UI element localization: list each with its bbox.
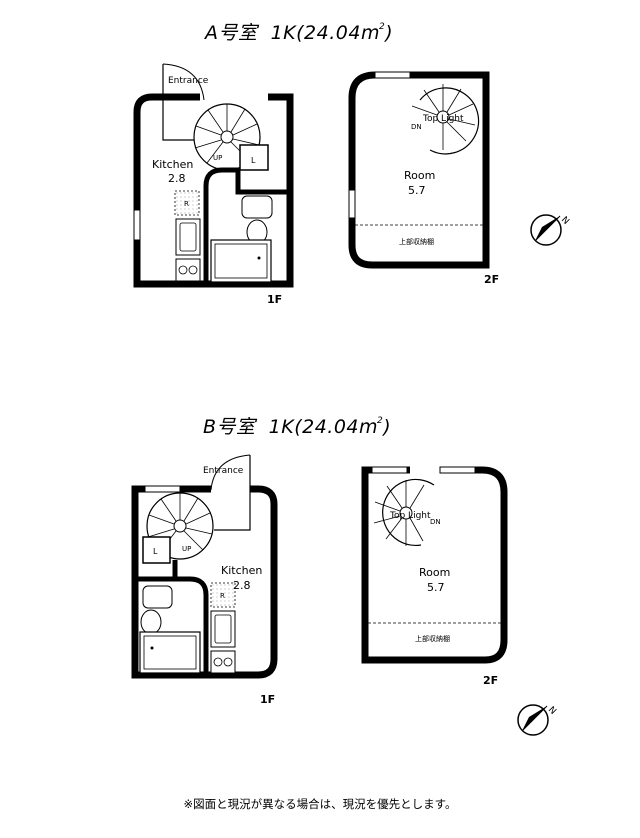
unit-a-compass: N	[530, 214, 571, 246]
unit-b-1f-floor-label: 1F	[260, 693, 275, 706]
unit-a-1f-floor-label: 1F	[267, 293, 282, 306]
unit-b-type-area: 1K(24.04m	[268, 416, 379, 438]
unit-b-1f-entrance-label: Entrance	[203, 466, 244, 476]
unit-a-floor1-plan: Entrance Kitchen 2.8 UP L R 1F	[133, 63, 294, 306]
unit-b-1f-bath-wall	[135, 560, 209, 674]
unit-b-compass-n-label: N	[546, 705, 558, 717]
unit-b-1f-outer-wall	[131, 485, 278, 679]
unit-a-1f-bath-wall	[203, 167, 290, 283]
unit-b-1f-fridge-space	[210, 582, 236, 608]
unit-a-name: A号室	[205, 22, 258, 44]
unit-a-2f-room-size: 5.7	[408, 184, 426, 197]
unit-a-1f-bathtub	[210, 239, 272, 283]
unit-b-1f-toilet	[140, 585, 173, 635]
unit-b-2f-storage-label: 上部収納棚	[415, 634, 450, 643]
unit-a-compass-n-label: N	[559, 215, 571, 227]
unit-a-2f-outer-wall	[348, 71, 490, 269]
unit-b-2f-spiral-stair	[373, 478, 435, 547]
unit-a-area-sup: 2	[378, 22, 386, 32]
unit-a-2f-window-top	[374, 71, 411, 79]
unit-b-area-sup: 2	[377, 416, 384, 426]
unit-a-2f-dn-label: DN	[411, 123, 422, 131]
unit-a-2f-top-light-label: Top Light	[422, 114, 464, 124]
unit-a-1f-fridge-space	[174, 190, 200, 216]
unit-a-1f-toilet	[241, 195, 273, 245]
unit-b-1f-kitchen-label: Kitchen	[221, 564, 262, 577]
unit-a-2f-storage-label: 上部収納棚	[399, 237, 434, 246]
unit-a-1f-kitchen-label: Kitchen	[152, 158, 193, 171]
unit-b-2f-dn-label: DN	[430, 518, 441, 526]
unit-a-1f-up-label: UP	[213, 154, 222, 162]
unit-b-1f-fridge-label: R	[220, 592, 225, 600]
unit-a-1f-stove	[175, 258, 201, 282]
unit-b-1f-entrance-door	[214, 455, 251, 531]
unit-a-title-close: )	[385, 22, 394, 44]
unit-a-2f-window-left	[348, 189, 356, 219]
unit-a-1f-laundry	[239, 144, 269, 171]
unit-b-1f-stove	[210, 650, 236, 674]
unit-a-1f-fridge-label: R	[184, 200, 189, 208]
unit-b-2f-window-left	[371, 466, 408, 474]
unit-b-1f-sink	[210, 610, 236, 648]
unit-b-1f-laundry	[142, 536, 171, 564]
unit-b-1f-bathtub	[139, 631, 201, 674]
unit-a-floor2-plan: Top Light DN Room 5.7 上部収納棚 2F	[348, 71, 499, 286]
unit-a-1f-laundry-label: L	[251, 156, 256, 165]
unit-a-1f-outer-wall	[133, 93, 294, 288]
unit-b-compass: N	[517, 704, 558, 736]
unit-b-title-close: )	[383, 416, 392, 438]
unit-a-1f-kitchen-size: 2.8	[168, 172, 186, 185]
unit-a-1f-entrance-door	[162, 64, 200, 141]
unit-b-2f-window-right	[439, 466, 476, 474]
unit-b-name: B号室	[203, 416, 256, 438]
unit-a-1f-sink	[175, 218, 201, 256]
unit-b-1f-window	[144, 485, 181, 493]
unit-a-type-area: 1K(24.04m	[270, 22, 380, 44]
unit-b-2f-room-label: Room	[419, 566, 450, 579]
unit-a-1f-entrance-label: Entrance	[168, 76, 209, 86]
footnote: ※図面と現況が異なる場合は、現況を優先とします。	[183, 797, 457, 811]
unit-b-1f-kitchen-size: 2.8	[233, 579, 251, 592]
unit-b-1f-laundry-label: L	[153, 547, 158, 556]
unit-a-title: A号室 1K(24.04m2)	[205, 18, 393, 45]
unit-a-1f-window	[133, 209, 141, 241]
unit-a-2f-spiral-stair	[411, 84, 480, 155]
unit-b-floor2-plan: Top Light DN Room 5.7 上部収納棚 2F	[361, 466, 508, 687]
unit-b-2f-room-size: 5.7	[427, 581, 445, 594]
unit-b-floor1-plan: Entrance Kitchen 2.8 UP L R 1F	[131, 454, 278, 706]
unit-b-2f-top-light-label: Top Light	[389, 511, 431, 521]
unit-b-2f-outer-wall	[361, 466, 508, 664]
unit-b-title: B号室 1K(24.04m2)	[203, 412, 391, 439]
unit-a-2f-room-label: Room	[404, 169, 435, 182]
unit-b-1f-up-label: UP	[182, 545, 191, 553]
unit-b-2f-floor-label: 2F	[483, 674, 498, 687]
unit-a-2f-floor-label: 2F	[484, 273, 499, 286]
